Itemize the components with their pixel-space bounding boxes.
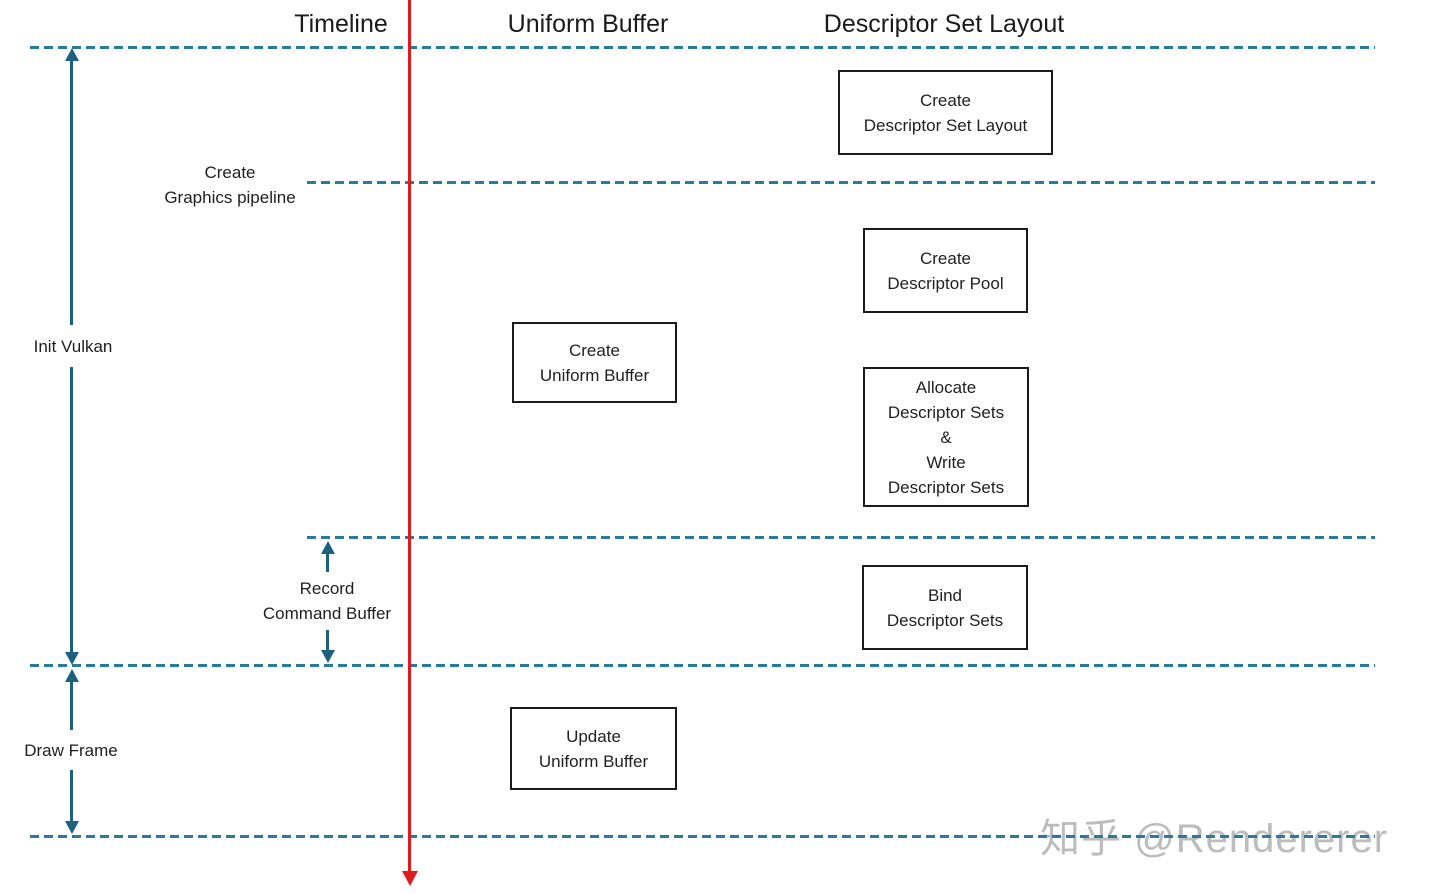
phase-divider-top — [30, 46, 1375, 49]
box-create-descriptor-pool: Create Descriptor Pool — [863, 228, 1028, 313]
record-command-buffer-arrow-stem-lower — [326, 630, 329, 652]
box-update-uniform-buffer-line1: Update — [566, 726, 621, 746]
box-create-descriptor-pool-line2: Descriptor Pool — [887, 273, 1004, 293]
draw-frame-arrow-stem-upper — [70, 680, 73, 730]
label-record-command-buffer-line2: Command Buffer — [262, 604, 392, 623]
time-axis-arrowhead-icon — [402, 871, 418, 886]
label-init-vulkan: Init Vulkan — [33, 334, 113, 359]
watermark-zhihu-rendererer: 知乎 @Rendererer — [1040, 817, 1389, 861]
column-header-uniform-buffer: Uniform Buffer — [507, 10, 669, 38]
box-allocate-write-descriptor-sets-line5: Descriptor Sets — [887, 477, 1005, 497]
box-allocate-write-descriptor-sets-line4: Write — [926, 452, 966, 472]
box-create-uniform-buffer-line2: Uniform Buffer — [539, 365, 650, 385]
box-bind-descriptor-sets-line2: Descriptor Sets — [886, 610, 1004, 630]
record-command-buffer-arrow-stem-upper — [326, 552, 329, 572]
init-vulkan-arrow-stem-lower — [70, 367, 73, 653]
box-update-uniform-buffer: Update Uniform Buffer — [510, 707, 677, 790]
phase-divider-record-start — [307, 536, 1375, 539]
time-axis-line — [408, 0, 411, 872]
phase-divider-bottom — [30, 835, 1375, 838]
box-bind-descriptor-sets-line1: Bind — [927, 585, 963, 605]
init-vulkan-arrow-up-icon — [65, 48, 79, 61]
box-allocate-write-descriptor-sets: Allocate Descriptor Sets & Write Descrip… — [863, 367, 1029, 507]
label-create-graphics-pipeline-line1: Create — [204, 163, 256, 182]
box-create-descriptor-set-layout-line2: Descriptor Set Layout — [863, 115, 1028, 135]
draw-frame-arrow-down-icon — [65, 821, 79, 834]
record-command-buffer-arrow-up-icon — [321, 541, 335, 554]
record-command-buffer-arrow-down-icon — [321, 650, 335, 663]
label-create-graphics-pipeline-line2: Graphics pipeline — [164, 188, 296, 207]
box-create-uniform-buffer: Create Uniform Buffer — [512, 322, 677, 403]
box-allocate-write-descriptor-sets-line1: Allocate — [915, 377, 977, 397]
draw-frame-arrow-stem-lower — [70, 770, 73, 823]
box-allocate-write-descriptor-sets-line3: & — [940, 427, 952, 447]
phase-divider-graphics-pipeline — [307, 181, 1375, 184]
phase-divider-init-end — [30, 664, 1375, 667]
column-header-descriptor-set-layout: Descriptor Set Layout — [823, 10, 1065, 38]
box-create-descriptor-pool-line1: Create — [919, 248, 972, 268]
box-allocate-write-descriptor-sets-line2: Descriptor Sets — [887, 402, 1005, 422]
draw-frame-arrow-up-icon — [65, 669, 79, 682]
box-create-uniform-buffer-line1: Create — [568, 340, 621, 360]
box-update-uniform-buffer-line2: Uniform Buffer — [538, 751, 649, 771]
label-draw-frame: Draw Frame — [24, 738, 118, 763]
init-vulkan-arrow-down-icon — [65, 652, 79, 665]
column-header-timeline: Timeline — [294, 10, 388, 38]
box-create-descriptor-set-layout-line1: Create — [919, 90, 972, 110]
label-record-command-buffer: Record Command Buffer — [262, 576, 392, 626]
label-record-command-buffer-line1: Record — [299, 579, 355, 598]
box-create-descriptor-set-layout: Create Descriptor Set Layout — [838, 70, 1053, 155]
box-bind-descriptor-sets: Bind Descriptor Sets — [862, 565, 1028, 650]
init-vulkan-arrow-stem-upper — [70, 59, 73, 325]
label-create-graphics-pipeline: Create Graphics pipeline — [164, 160, 296, 210]
